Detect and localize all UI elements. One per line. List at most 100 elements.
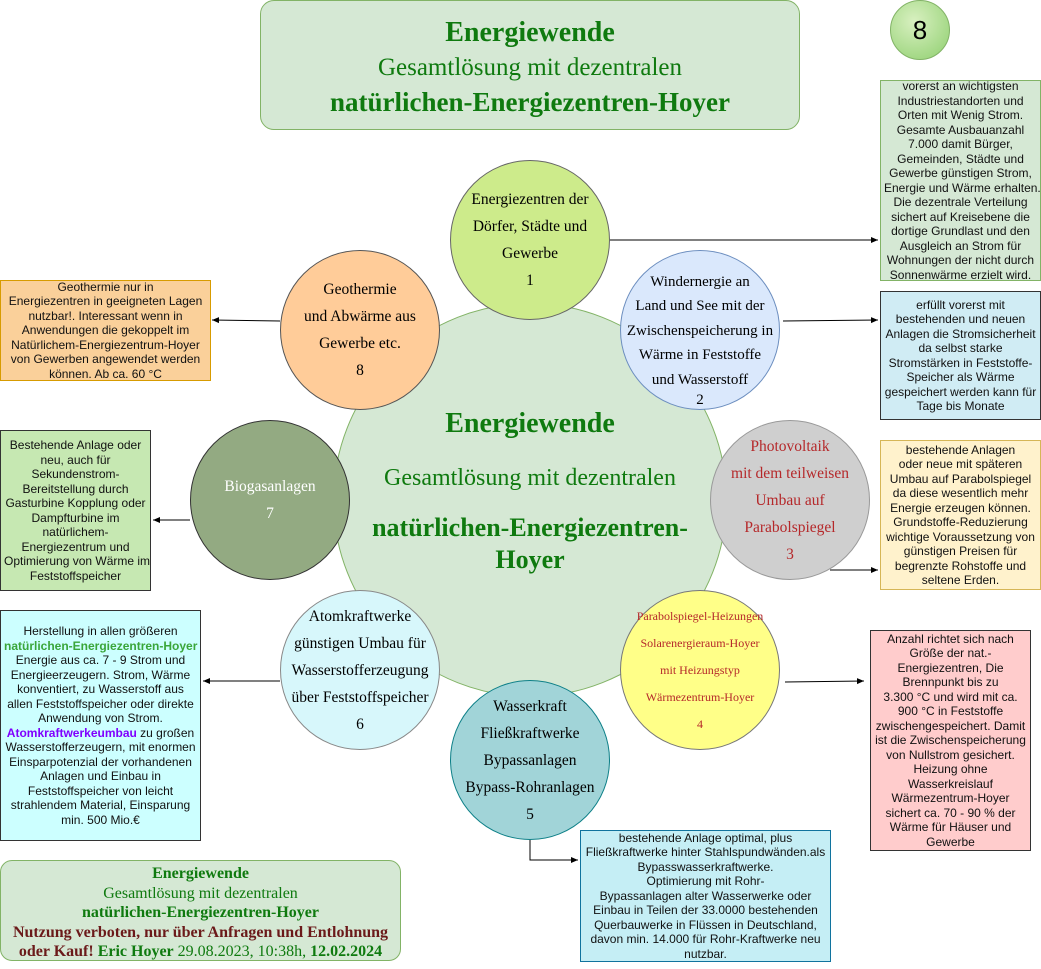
note-line: Sonnenwärme erzielt wird.	[889, 267, 1032, 282]
circle-text: Wärme in Feststoffe	[638, 347, 762, 364]
note-line: Einbau in Teilen der 33.0000 bestehenden	[593, 903, 818, 918]
note-line: Heizung ohne	[913, 762, 988, 777]
note-line: Optimierung mit Rohr-	[646, 874, 765, 889]
note-line: Speicher als Wärme	[906, 370, 1015, 384]
note-line: Optimierung von Wärme im	[4, 554, 151, 568]
circle-text: Wasserstofferzeugung	[291, 661, 429, 679]
note-line: davon min. 14.000 für Rohr-Kraftwerke ne…	[590, 932, 821, 947]
note-line: Umbau auf Parabolspiegel	[889, 471, 1032, 486]
note-line: nutzbar!. Interessant wenn in	[28, 308, 183, 323]
note-line: Energiezentren in geeigneten Lagen	[8, 294, 203, 309]
note-line: Gasturbine Kopplung oder	[5, 496, 146, 510]
note-line: Energie und Wärme erhalten.	[884, 180, 1041, 195]
note-line: konventiert, zu Wasserstoff aus	[17, 682, 184, 696]
note-line: Größe der nat.-	[909, 646, 992, 661]
note-line: Gesamte Ausbauanzahl	[896, 122, 1025, 137]
note-line: oder neue mit späteren	[898, 457, 1023, 471]
footer-date-2: 12.02.2024	[310, 943, 383, 960]
page-number-badge: 8	[890, 0, 950, 60]
note-line: Bestehende Anlage oder	[9, 438, 142, 452]
note-line: Energiezentren, Die	[897, 660, 1004, 675]
note-line: bestehende Anlage optimal, plus	[618, 830, 793, 845]
note-line: 7.000 damit Bürger,	[908, 137, 1013, 151]
circle-text: Dörfer, Städte und	[472, 218, 588, 235]
center-subtitle: Gesamtlösung mit dezentralen	[384, 465, 676, 491]
header-subtitle: Gesamtlösung mit dezentralen	[377, 54, 683, 81]
note-line: neu, auch für	[40, 452, 111, 467]
note-line: Wasserkreislauf	[908, 776, 993, 791]
circle-number: 4	[697, 716, 703, 731]
circle-number: 1	[526, 272, 534, 289]
note-line: Querbauwerke in Flüssen in Deutschland,	[594, 917, 817, 932]
note-line: seltene Erden.	[921, 573, 1000, 587]
note-line: Gewerbe günstigen Strom,	[889, 166, 1032, 180]
circle-text: Land und See mit der	[635, 298, 765, 315]
note-line: erfüllt vorerst mit	[916, 297, 1005, 312]
circle-text: und Abwärme aus	[304, 308, 416, 325]
center-line3: natürlichen-Energiezentren-Hoyer	[372, 513, 688, 574]
note-line: ist die Zwischenspeicherung	[875, 733, 1026, 748]
note-line: Einsparpotenzial der vorhandenen	[9, 754, 192, 769]
note-line: Herstellung in allen größeren	[23, 624, 178, 638]
note-line: Energieerzeugern. Strom, Wärme	[10, 667, 191, 682]
note-highlight-purple: Atomkraftwerkeumbau	[6, 725, 137, 740]
note-line: von Nullstrom gesichert.	[886, 747, 1015, 762]
note-line: Ausgleich an Strom für	[899, 238, 1022, 253]
note-line: wichtige Voraussetzung von	[886, 529, 1035, 544]
note-line: allen Feststoffspeicher oder direkte	[7, 696, 194, 711]
note-line: Dampfturbine im	[31, 510, 120, 525]
note-line: 900 °C in Feststoffe	[897, 704, 1004, 719]
note-line: gespeichert werden kann für	[884, 384, 1037, 399]
circle-text: Fließkraftwerke	[480, 724, 580, 742]
note-line: Gemeinden, Städte und	[897, 151, 1024, 166]
note-line: von Gewerben angewendet werden	[10, 352, 201, 367]
footer-warning-2: oder Kauf!	[18, 943, 94, 960]
center-title: Energiewende	[445, 408, 615, 439]
note-line: Wärmezentrum-Hoyer	[891, 791, 1010, 806]
circle-number: 3	[786, 545, 794, 563]
note-line: Geothermie nur in	[57, 279, 154, 294]
circle-text: Bypass-Rohranlagen	[465, 778, 595, 796]
note-line: bestehenden und neuen	[895, 312, 1026, 326]
note-line: Feststoffspeicher von leicht	[27, 783, 174, 798]
note-line: Bypassanlagen alter Wasserwerke oder	[599, 888, 812, 903]
circle-text: Wasserkraft	[493, 697, 567, 715]
circle-text: Parabolspiegel-Heizungen	[636, 608, 764, 623]
circle-text: Gewerbe	[502, 245, 558, 262]
note-line: Anlagen und Einbau in	[40, 769, 161, 783]
note-6: Herstellung in allen größeren natürliche…	[0, 610, 201, 841]
circle-text: Atomkraftwerke	[308, 607, 412, 625]
circle-text: über Feststoffspeicher	[291, 688, 429, 706]
note-line: min. 500 Mio.€	[61, 812, 140, 827]
note-line: Bypasswasserkraftwerke.	[637, 859, 774, 874]
note-line: natürlichem-	[42, 525, 109, 539]
note-line: Wärme für Häuser und	[889, 820, 1012, 835]
circle-text: Geothermie	[323, 281, 397, 298]
note-line: da selbst starke	[918, 341, 1003, 355]
circle-text: Windernergie an	[650, 273, 750, 290]
circle-text: Wärmezentrum-Hoyer	[645, 689, 755, 704]
footer-copyright-box: Energiewende Gesamtlösung mit dezentrale…	[0, 860, 401, 961]
circle-text: Photovoltaik	[750, 437, 830, 455]
note-line: dortige Grundlast und den	[891, 224, 1030, 238]
note-line: können. Ab ca. 60 °C	[49, 366, 162, 381]
circle-number: 6	[356, 715, 364, 733]
circle-text: Umbau auf	[755, 491, 825, 509]
note-line: Brennpunkt bis zu	[902, 675, 999, 690]
header-line3: natürlichen-Energiezentren-Hoyer	[330, 87, 730, 117]
circle-text: Parabolspiegel	[744, 518, 836, 536]
note-line: Feststoffspeicher	[29, 568, 122, 583]
note-line: Natürlichem-Energiezentrum-Hoyer	[11, 337, 200, 352]
note-line: Anwendungen die gekoppelt im	[21, 323, 190, 338]
note-line: Fließkraftwerke hinter Stahlspundwänden.…	[585, 845, 826, 860]
note-line: Die dezentrale Verteilung	[893, 195, 1028, 209]
